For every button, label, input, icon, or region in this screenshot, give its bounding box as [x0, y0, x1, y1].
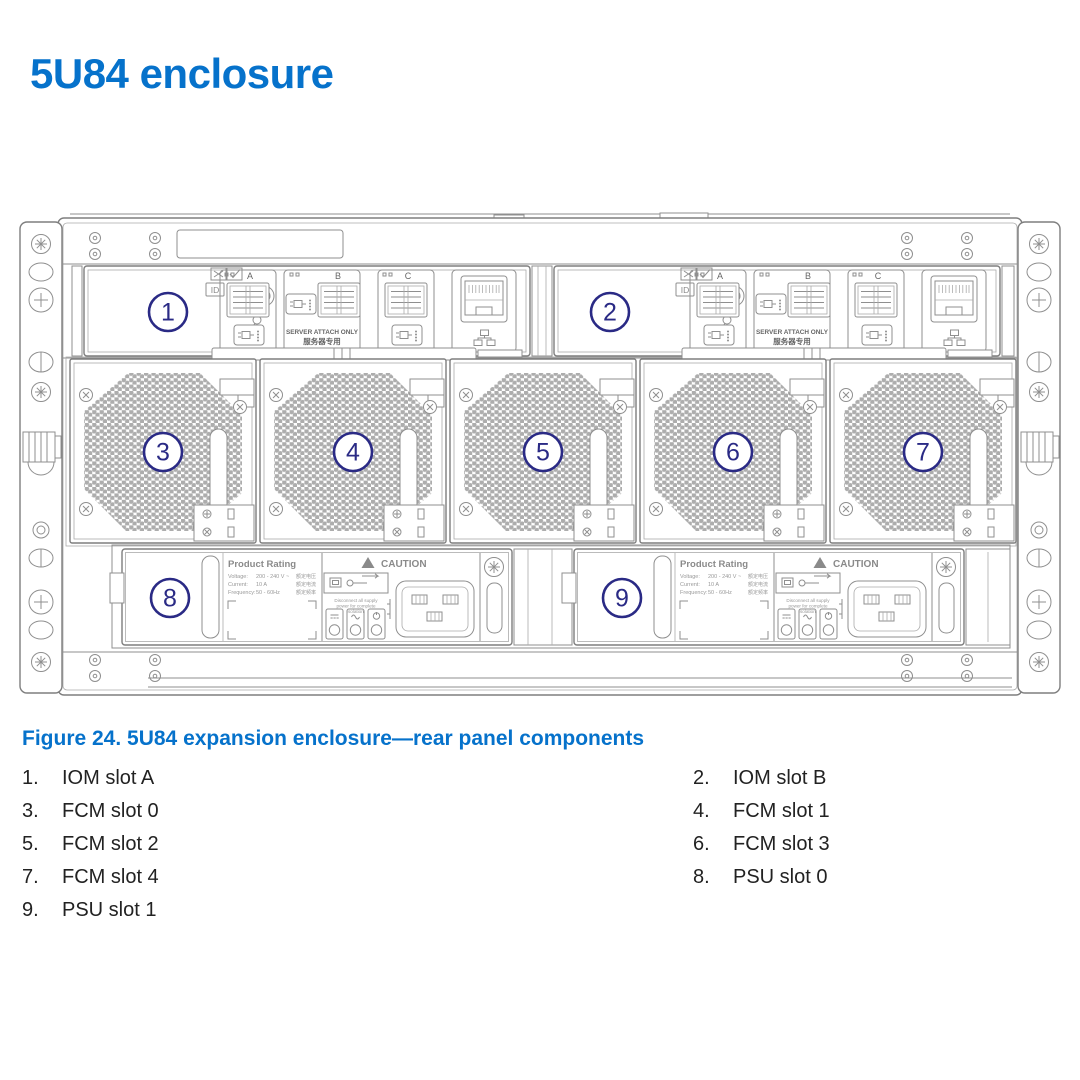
svg-text:1: 1	[161, 299, 175, 327]
enclosure-rear-diagram: ID A B SERVER ATTACH ONLY 服务器专用	[0, 200, 1080, 705]
legend-item: 4.FCM slot 1	[693, 800, 830, 822]
figure-caption: Figure 24. 5U84 expansion enclosure—rear…	[22, 727, 645, 750]
legend-item-label: IOM slot B	[733, 767, 827, 789]
legend-item-label: PSU slot 0	[733, 866, 828, 888]
legend-item-label: PSU slot 1	[62, 899, 157, 921]
rack-ear-right	[1018, 222, 1060, 693]
legend-item-label: FCM slot 3	[733, 833, 830, 855]
callout-4: 4	[332, 431, 374, 473]
legend-item: 7.FCM slot 4	[22, 866, 159, 888]
svg-text:9: 9	[615, 585, 629, 613]
svg-text:5: 5	[536, 439, 550, 467]
iom-center-post	[531, 265, 553, 357]
callout-1: 1	[147, 291, 189, 333]
callout-3: 3	[142, 431, 184, 473]
legend-item: 1.IOM slot A	[22, 767, 155, 789]
legend-item-label: FCM slot 1	[733, 800, 830, 822]
legend-item: 3.FCM slot 0	[22, 800, 159, 822]
legend-item: 6.FCM slot 3	[693, 833, 830, 855]
legend-item: 9.PSU slot 1	[22, 899, 157, 921]
svg-text:2: 2	[603, 299, 617, 327]
svg-text:8: 8	[163, 585, 177, 613]
svg-text:7: 7	[916, 439, 930, 467]
legend-item-label: FCM slot 2	[62, 833, 159, 855]
legend-item-label: IOM slot A	[62, 767, 155, 789]
legend-item: 5.FCM slot 2	[22, 833, 159, 855]
legend-item-label: FCM slot 4	[62, 866, 159, 888]
legend-item: 2.IOM slot B	[693, 767, 827, 789]
callout-7: 7	[902, 431, 944, 473]
callout-2: 2	[589, 291, 631, 333]
callout-9: 9	[601, 577, 643, 619]
component-legend: 1.IOM slot A 3.FCM slot 0 5.FCM slot 2 7…	[22, 762, 1062, 927]
svg-text:6: 6	[726, 439, 740, 467]
callout-6: 6	[712, 431, 754, 473]
callout-5: 5	[522, 431, 564, 473]
legend-left-column: 1.IOM slot A 3.FCM slot 0 5.FCM slot 2 7…	[22, 762, 693, 927]
label-plate	[176, 229, 344, 259]
legend-right-column: 2.IOM slot B 4.FCM slot 1 6.FCM slot 3 8…	[693, 762, 1062, 927]
legend-item-label: FCM slot 0	[62, 800, 159, 822]
callout-8: 8	[149, 577, 191, 619]
page-title: 5U84 enclosure	[30, 50, 334, 98]
svg-text:4: 4	[346, 439, 360, 467]
legend-item: 8.PSU slot 0	[693, 866, 828, 888]
rack-ear-left	[20, 222, 62, 693]
svg-text:3: 3	[156, 439, 170, 467]
